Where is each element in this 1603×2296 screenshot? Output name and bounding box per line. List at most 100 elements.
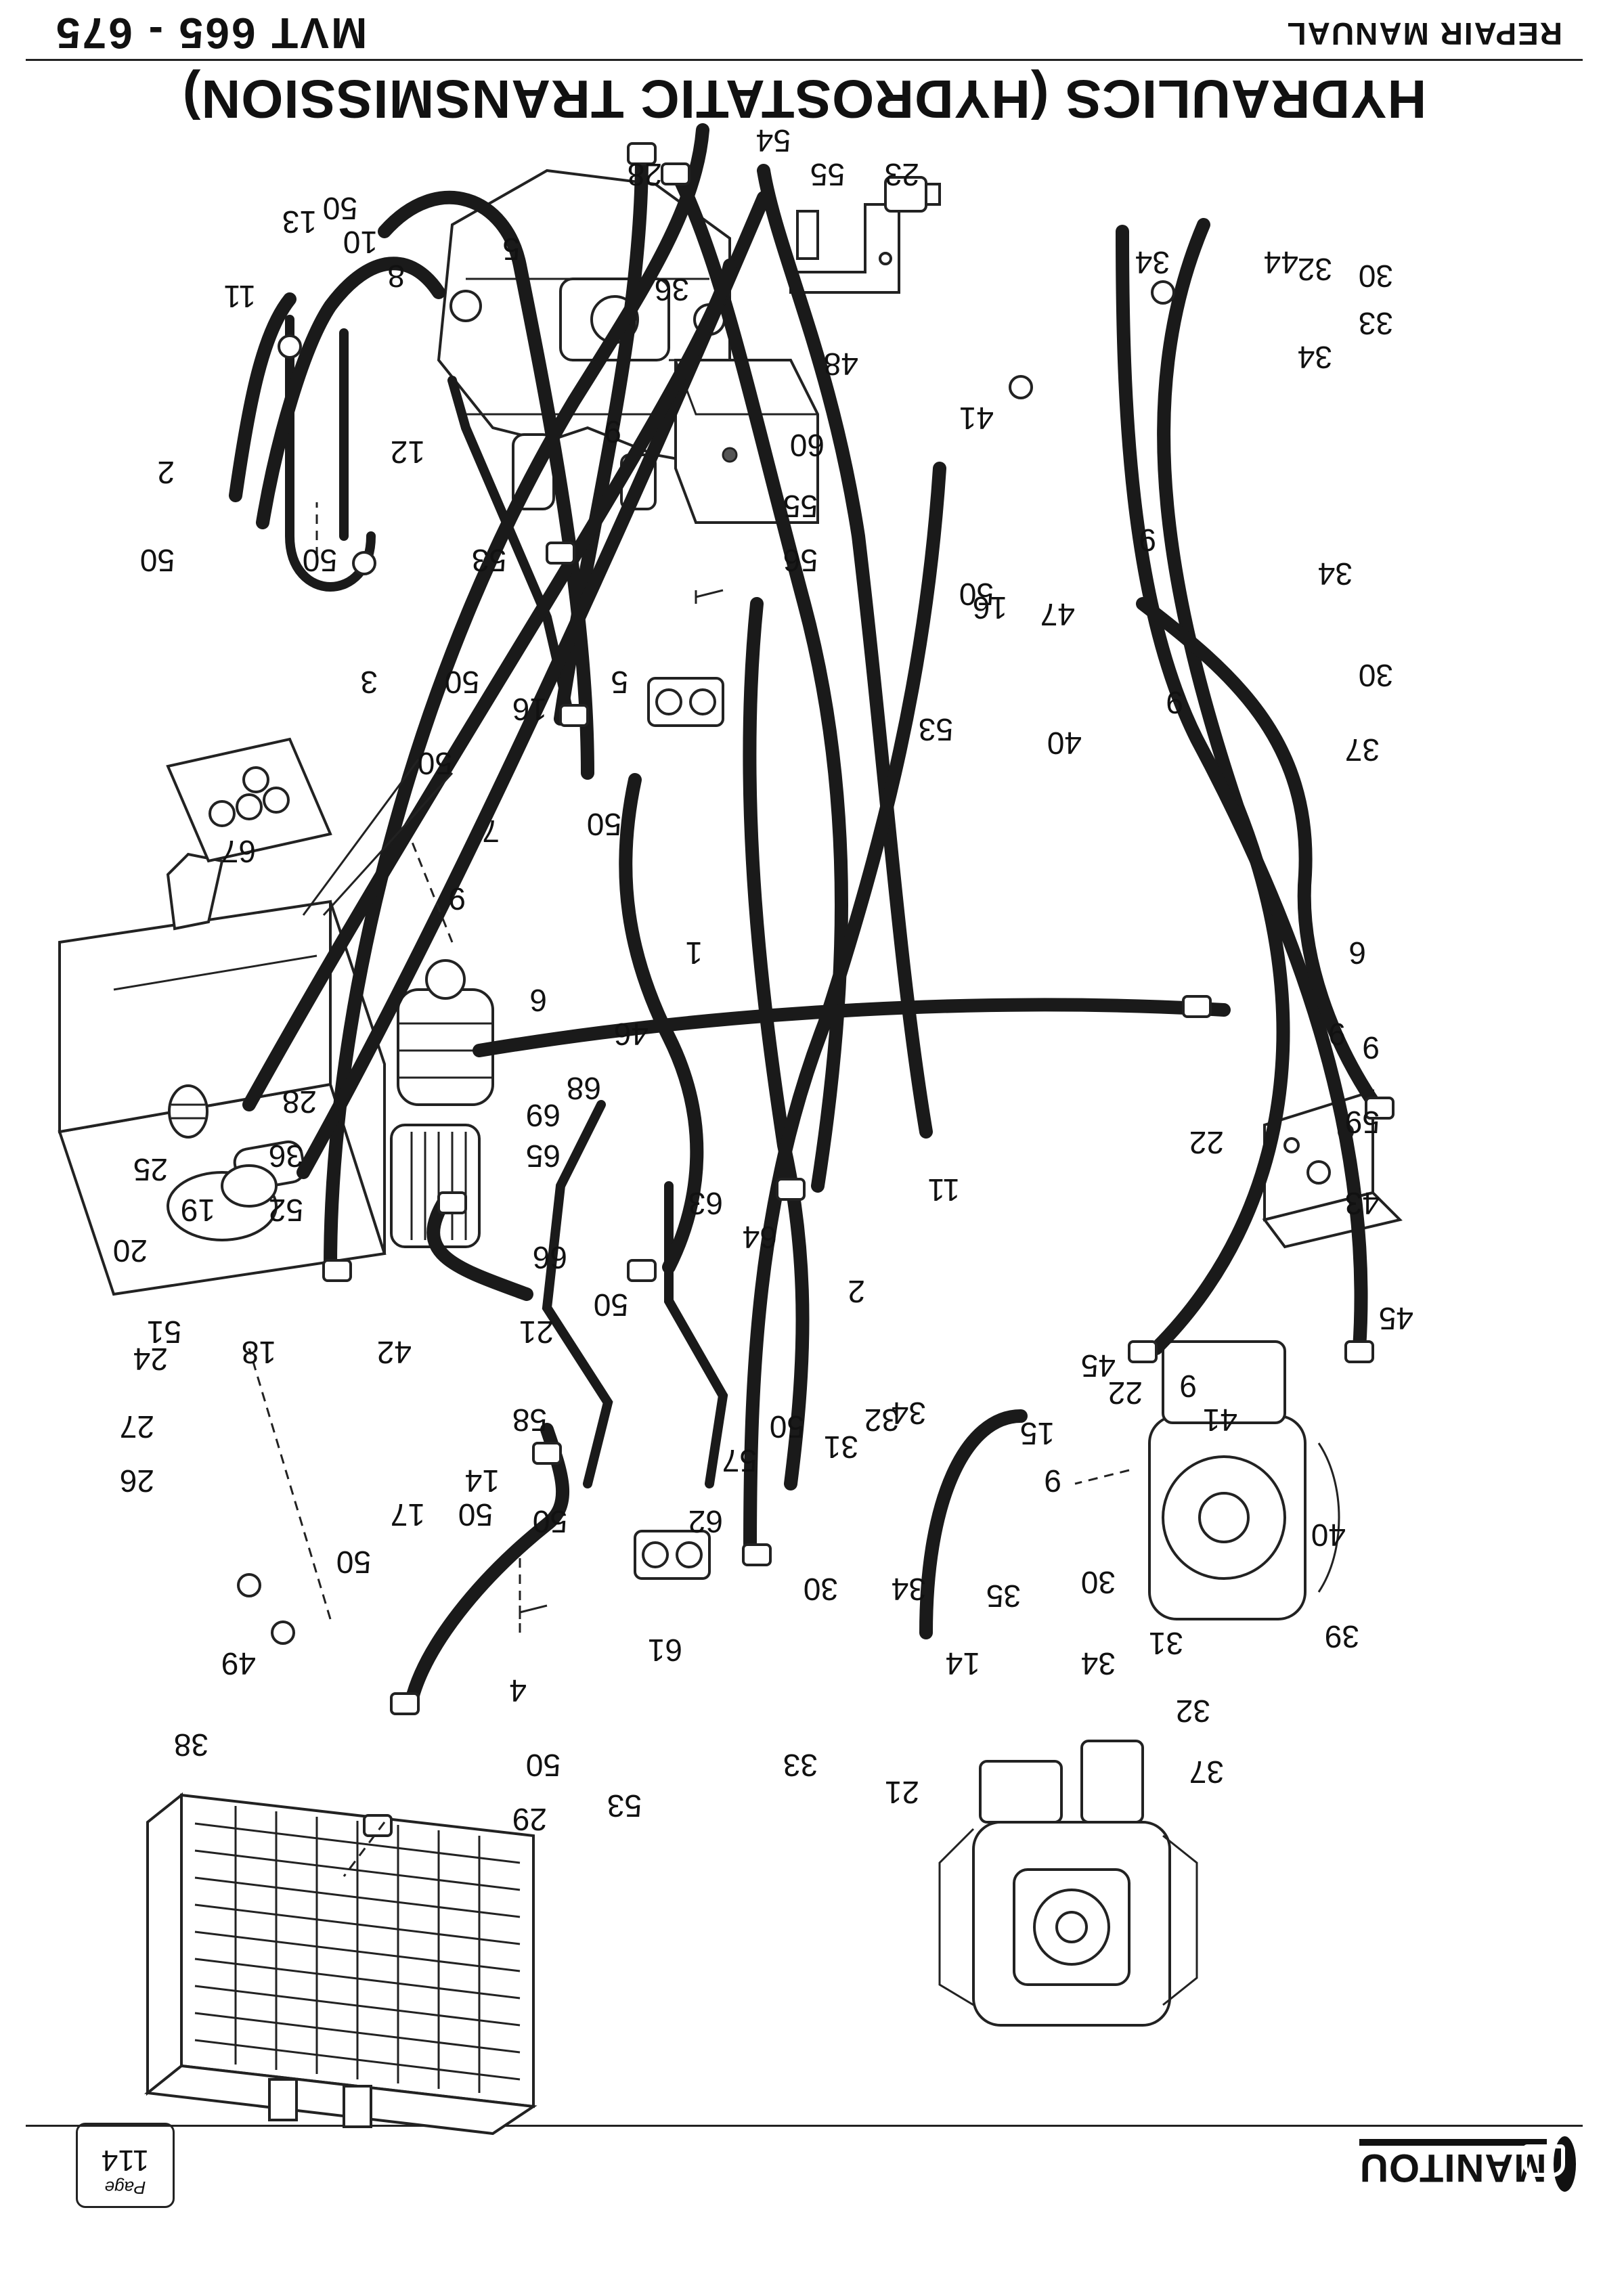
callout-41b: 41 bbox=[959, 401, 994, 436]
callout-19: 19 bbox=[181, 1193, 215, 1228]
callout-67: 67 bbox=[221, 834, 256, 869]
callout-30d: 30 bbox=[1359, 259, 1393, 294]
callout-34c: 34 bbox=[1081, 1646, 1116, 1681]
callout-23: 23 bbox=[885, 157, 919, 192]
callout-48: 48 bbox=[824, 347, 858, 382]
callout-labels: 1 2 2 3 4 5 5 6 6 7 8 9 9 9 9 9 9 9 9 10… bbox=[113, 123, 1413, 1837]
callout-33: 33 bbox=[783, 1748, 818, 1783]
callout-46: 46 bbox=[614, 1017, 649, 1052]
callout-42: 42 bbox=[377, 1335, 412, 1370]
oil-cooler-radiator bbox=[144, 1792, 537, 2136]
callout-69: 69 bbox=[526, 1098, 561, 1133]
callout-35: 35 bbox=[986, 1578, 1021, 1614]
callout-44: 44 bbox=[1264, 245, 1298, 280]
callout-53b: 53 bbox=[919, 712, 953, 747]
callout-9b: 9 bbox=[604, 414, 621, 449]
callout-40b: 40 bbox=[1047, 726, 1082, 761]
callout-64: 64 bbox=[743, 1220, 777, 1255]
callout-31: 31 bbox=[824, 1430, 858, 1465]
callout-34: 34 bbox=[892, 1396, 926, 1431]
callout-21b: 21 bbox=[885, 1775, 919, 1810]
callout-14b: 14 bbox=[946, 1646, 980, 1681]
callout-50b: 50 bbox=[303, 543, 337, 578]
callout-4: 4 bbox=[509, 1673, 527, 1708]
hose-6 bbox=[473, 998, 1231, 1057]
callout-62: 62 bbox=[688, 1504, 723, 1539]
callout-65: 65 bbox=[526, 1139, 561, 1174]
callout-11b: 11 bbox=[927, 1172, 960, 1208]
callout-53: 53 bbox=[472, 543, 506, 578]
callout-50k: 50 bbox=[336, 1545, 371, 1580]
tube-57 bbox=[542, 1100, 613, 1488]
callout-6b: 6 bbox=[1348, 935, 1366, 971]
callout-63: 63 bbox=[688, 1186, 723, 1221]
callout-37b: 37 bbox=[1345, 732, 1380, 768]
hose-loop-2 bbox=[256, 257, 445, 529]
callout-32c: 32 bbox=[1298, 252, 1332, 287]
hose-21 bbox=[426, 1193, 1028, 1639]
wheel-motor bbox=[1148, 1340, 1340, 1620]
callout-20: 20 bbox=[113, 1233, 148, 1268]
callout-43: 43 bbox=[1345, 1186, 1380, 1221]
callout-34d: 34 bbox=[1318, 556, 1353, 592]
callout-45b: 45 bbox=[1081, 1348, 1116, 1384]
callout-32: 32 bbox=[864, 1403, 899, 1438]
fitting-23 bbox=[884, 176, 941, 213]
clamp-63 bbox=[647, 677, 724, 727]
callout-6: 6 bbox=[529, 983, 547, 1018]
callout-50e: 50 bbox=[418, 746, 452, 781]
callout-40: 40 bbox=[1311, 1518, 1346, 1553]
callout-9: 9 bbox=[448, 881, 466, 917]
hose-long-c bbox=[242, 259, 737, 1111]
callout-47: 47 bbox=[1040, 597, 1075, 632]
hose-28 bbox=[324, 123, 709, 1274]
callout-10: 10 bbox=[343, 225, 378, 260]
hose-11 bbox=[757, 164, 933, 1139]
hose-40 bbox=[1116, 225, 1368, 1355]
fittings bbox=[237, 142, 1395, 1837]
callout-31b: 31 bbox=[1149, 1626, 1183, 1661]
callout-9h: 9 bbox=[1139, 523, 1156, 558]
callout-3: 3 bbox=[360, 665, 378, 700]
callout-2b: 2 bbox=[157, 455, 175, 490]
callout-13: 13 bbox=[282, 204, 317, 240]
callout-58: 58 bbox=[512, 1403, 547, 1438]
callout-50m: 50 bbox=[959, 577, 994, 612]
callout-36: 36 bbox=[269, 1139, 303, 1174]
hose-1 bbox=[619, 773, 704, 1274]
callout-34f: 34 bbox=[1135, 245, 1170, 280]
callout-37: 37 bbox=[1189, 1754, 1224, 1790]
hose-network bbox=[229, 123, 1386, 1707]
callout-27: 27 bbox=[120, 1409, 154, 1444]
hose-long-a bbox=[378, 190, 594, 780]
callout-50: 50 bbox=[323, 191, 357, 226]
hose-33 bbox=[743, 597, 810, 1491]
callout-60: 60 bbox=[790, 428, 825, 463]
callout-22b: 22 bbox=[1108, 1375, 1143, 1411]
callout-22: 22 bbox=[1189, 1125, 1224, 1160]
hose-45 bbox=[1136, 597, 1386, 1118]
callout-30b: 30 bbox=[1081, 1565, 1116, 1600]
callout-15: 15 bbox=[1020, 1416, 1055, 1451]
tube-58 bbox=[664, 1181, 728, 1488]
callout-30c: 30 bbox=[1359, 658, 1393, 693]
callout-50c: 50 bbox=[140, 543, 175, 578]
callout-30: 30 bbox=[804, 1572, 838, 1607]
callout-25: 25 bbox=[133, 1152, 168, 1187]
callout-32b: 32 bbox=[1176, 1694, 1210, 1729]
callout-11: 11 bbox=[223, 279, 256, 314]
bracket-48 bbox=[789, 203, 900, 294]
callout-1: 1 bbox=[685, 935, 703, 971]
callout-66: 66 bbox=[533, 1240, 567, 1275]
callout-18: 18 bbox=[242, 1335, 276, 1370]
callout-17: 17 bbox=[391, 1497, 425, 1532]
callout-16b: 16 bbox=[973, 590, 1007, 625]
cooler-grille bbox=[194, 1806, 521, 2093]
clamp-61 bbox=[634, 1530, 711, 1580]
valve-block-43 bbox=[1262, 1089, 1403, 1249]
cover-plate-67 bbox=[166, 737, 332, 863]
assembly-lines bbox=[248, 502, 1130, 1877]
callout-59: 59 bbox=[1345, 1105, 1380, 1140]
callout-50h: 50 bbox=[770, 1409, 804, 1444]
hose-loop-11 bbox=[229, 292, 297, 502]
